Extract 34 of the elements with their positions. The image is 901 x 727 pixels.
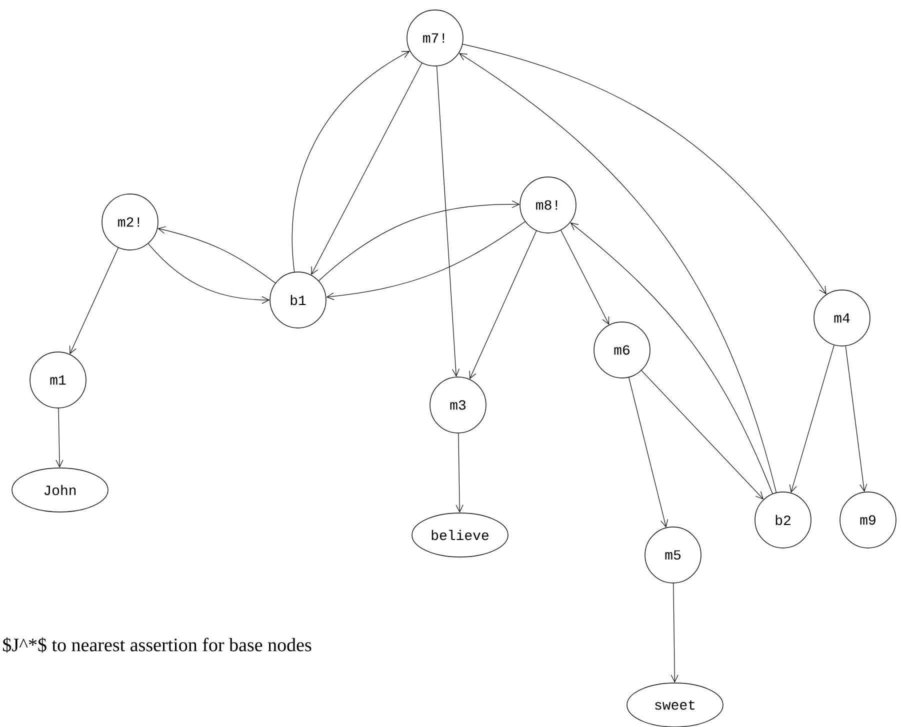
note-text: $J^*$ to nearest assertion for base nodes: [3, 637, 312, 653]
arrow: [158, 226, 276, 284]
arrow: [311, 62, 422, 275]
circle-node: m8!: [520, 176, 576, 234]
circle-node: m3: [430, 376, 486, 434]
arrow: [641, 370, 764, 500]
arrow: [459, 53, 777, 493]
arrow: [845, 346, 868, 492]
arrow: [456, 433, 464, 513]
arrow: [560, 230, 610, 325]
ellipse-node: John: [12, 468, 108, 512]
arrow: [570, 222, 773, 494]
circle-node: m6: [594, 322, 650, 378]
arrow: [292, 51, 410, 272]
circle-node: m9: [840, 492, 896, 548]
arrow: [462, 44, 826, 294]
arrow: [318, 200, 520, 282]
circle-node: m5: [644, 526, 702, 584]
circle-node: m1: [30, 352, 86, 408]
arrow: [628, 377, 668, 528]
circle-node: m4: [814, 290, 870, 346]
arrow: [469, 230, 537, 380]
arrow: [670, 583, 678, 683]
arrow: [56, 408, 64, 468]
arrow: [436, 66, 460, 377]
arrow: [789, 344, 834, 493]
arrow: [148, 243, 270, 304]
ellipse-node: believe: [412, 512, 508, 558]
circle-node: b1: [270, 272, 326, 328]
circle-node: b2: [754, 492, 812, 548]
circle-node: m7!: [406, 10, 464, 66]
arrow: [326, 221, 526, 300]
circle-node: m2!: [102, 194, 158, 250]
arrow: [69, 248, 119, 354]
